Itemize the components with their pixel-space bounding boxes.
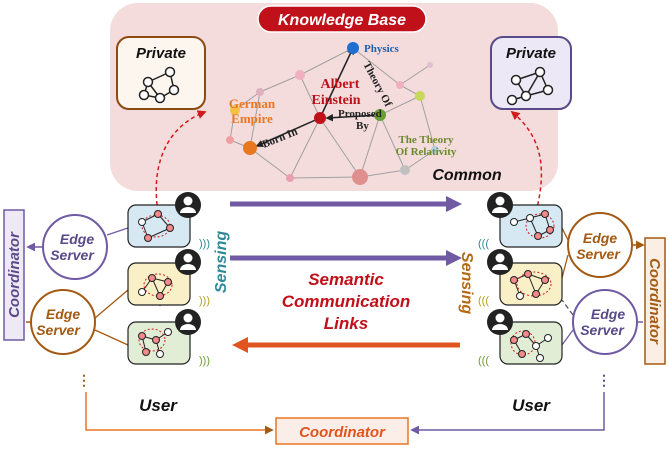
right-side: Coordinator Edge Server Edge Server ⋮ ⋮ bbox=[458, 192, 666, 415]
private-left-box bbox=[116, 36, 206, 110]
links-label-line3: Links bbox=[324, 314, 368, 333]
bottom-coordinator-label: Coordinator bbox=[299, 424, 386, 441]
semantic-links: Semantic Communication Links bbox=[230, 196, 462, 353]
kg-label-theory-line1: The Theory bbox=[398, 134, 454, 146]
right-sensing-label: Sensing bbox=[458, 252, 475, 314]
left-user-card-1: ))) bbox=[127, 192, 210, 250]
knowledge-base-title: Knowledge Base bbox=[278, 12, 406, 29]
left-edge-server-top-line2: Server bbox=[50, 247, 95, 263]
left-edge-server-bottom-line2: Server bbox=[36, 322, 81, 338]
left-edge-server-bottom-line1: Edge bbox=[46, 306, 80, 322]
right-edge-server-top-line2: Server bbox=[576, 246, 621, 262]
kg-label-physics: Physics bbox=[364, 43, 400, 55]
kg-label-theory-line2: Of Relativity bbox=[396, 146, 457, 158]
right-edge-server-bottom-line2: Server bbox=[580, 322, 625, 338]
left-coordinator-label: Coordinator bbox=[6, 231, 23, 318]
left-sensing-label: Sensing bbox=[213, 231, 230, 293]
left-edge-server-top-line1: Edge bbox=[60, 231, 94, 247]
right-user-2-signal-icon: ((( bbox=[478, 295, 489, 307]
right-user-3-signal-icon: ((( bbox=[478, 355, 489, 367]
knowledge-base: Knowledge Base Private Private bbox=[110, 3, 572, 213]
left-user-3-signal-icon: ))) bbox=[199, 355, 210, 367]
right-user-label: User bbox=[512, 396, 551, 415]
kg-label-albert: Albert bbox=[321, 77, 360, 92]
kg-label-proposed: Proposed bbox=[338, 108, 382, 120]
right-user-card-3: ((( bbox=[478, 309, 563, 367]
links-label-line1: Semantic bbox=[308, 270, 384, 289]
private-left-graph-icon bbox=[138, 66, 180, 104]
left-coordinator-box bbox=[3, 209, 25, 341]
private-left-label: Private bbox=[136, 45, 186, 62]
bottom-coordinator-box bbox=[275, 417, 409, 445]
kg-label-by: By bbox=[356, 120, 369, 132]
common-label: Common bbox=[432, 167, 502, 184]
right-coordinator-label: Coordinator bbox=[646, 258, 663, 345]
left-user-card-3: ))) bbox=[127, 309, 210, 367]
left-user-card-2: ))) bbox=[127, 249, 210, 307]
knowledge-base-title-bg bbox=[257, 5, 427, 33]
private-right-graph-icon bbox=[506, 66, 554, 106]
right-user-card-2: ((( bbox=[478, 249, 563, 307]
right-user-card-1: ((( bbox=[478, 192, 563, 250]
kg-label-german: German bbox=[229, 96, 276, 111]
bottom-coordinator: Coordinator bbox=[85, 392, 605, 445]
left-user-label: User bbox=[139, 396, 178, 415]
right-private-dashed-arrow bbox=[510, 110, 543, 213]
right-edge-dots: ⋮ bbox=[597, 372, 611, 388]
knowledge-graph-relations bbox=[255, 46, 381, 147]
kg-label-empire: Empire bbox=[231, 111, 273, 126]
left-user-1-signal-icon: ))) bbox=[199, 238, 210, 250]
right-edge-server-bottom-line1: Edge bbox=[591, 306, 625, 322]
knowledge-base-panel bbox=[110, 3, 558, 191]
private-right-label: Private bbox=[506, 45, 556, 62]
links-label-line2: Communication bbox=[282, 292, 410, 311]
knowledge-graph-nodes bbox=[226, 42, 439, 185]
left-side: Coordinator Edge Server Edge Server ⋮ ⋮ bbox=[3, 192, 230, 415]
kg-label-einstein: Einstein bbox=[311, 93, 360, 108]
right-edge-server-top-line1: Edge bbox=[583, 230, 617, 246]
right-coordinator-box bbox=[644, 237, 666, 365]
left-user-2-signal-icon: ))) bbox=[199, 295, 210, 307]
left-private-dashed-arrow bbox=[155, 110, 207, 213]
left-edge-dots: ⋮ bbox=[77, 372, 91, 388]
right-user-1-signal-icon: ((( bbox=[478, 238, 489, 250]
